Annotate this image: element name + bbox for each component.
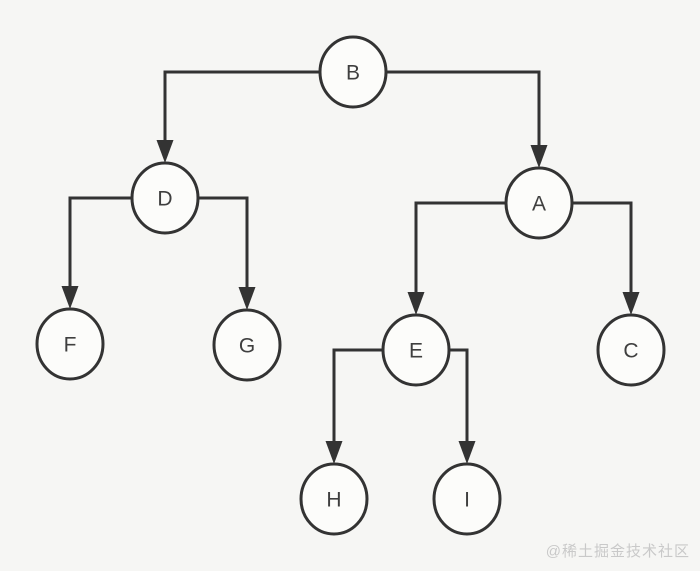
edge-line: [449, 348, 469, 444]
tree-node-E: E: [381, 313, 451, 387]
arrowhead: [458, 441, 476, 464]
node-label: B: [346, 62, 360, 85]
arrowhead: [407, 292, 425, 315]
arrowhead: [530, 145, 548, 168]
edge-A-E: [407, 201, 506, 315]
node-circle: [35, 307, 105, 381]
edge-B-A: [386, 70, 548, 168]
edge-D-F: [61, 196, 132, 309]
node-label: G: [239, 335, 255, 358]
tree-node-A: A: [504, 166, 574, 240]
tree-node-C: C: [596, 313, 666, 387]
arrowhead: [325, 441, 343, 464]
edge-E-H: [325, 348, 383, 464]
arrowhead: [622, 292, 640, 315]
node-circle: [596, 313, 666, 387]
arrowhead: [156, 140, 174, 163]
arrowhead: [61, 286, 79, 309]
edge-line: [414, 201, 506, 295]
node-circle: [318, 35, 388, 109]
tree-node-F: F: [35, 307, 105, 381]
node-circle: [299, 462, 369, 536]
edge-E-I: [449, 348, 476, 464]
node-circle: [504, 166, 574, 240]
node-label: I: [464, 489, 470, 512]
node-label: F: [64, 334, 77, 357]
node-circle: [130, 161, 200, 235]
tree-node-I: I: [432, 462, 502, 536]
arrowhead: [238, 287, 256, 310]
tree-node-B: B: [318, 35, 388, 109]
node-label: E: [409, 340, 423, 363]
edge-line: [68, 196, 132, 289]
node-label: C: [623, 340, 638, 363]
node-label: A: [532, 193, 546, 216]
node-label: H: [326, 489, 341, 512]
edge-B-D: [156, 70, 320, 163]
node-circle: [212, 308, 282, 382]
edge-line: [386, 70, 541, 148]
tree-node-G: G: [212, 308, 282, 382]
tree-node-H: H: [299, 462, 369, 536]
node-label: D: [157, 188, 172, 211]
node-circle: [381, 313, 451, 387]
edge-line: [163, 70, 320, 143]
edge-D-G: [198, 196, 256, 310]
edge-line: [572, 201, 633, 295]
edge-line: [198, 196, 249, 290]
watermark-text: @稀土掘金技术社区: [545, 543, 690, 560]
edge-A-C: [572, 201, 640, 315]
tree-node-D: D: [130, 161, 200, 235]
edge-line: [332, 348, 383, 444]
node-circle: [432, 462, 502, 536]
